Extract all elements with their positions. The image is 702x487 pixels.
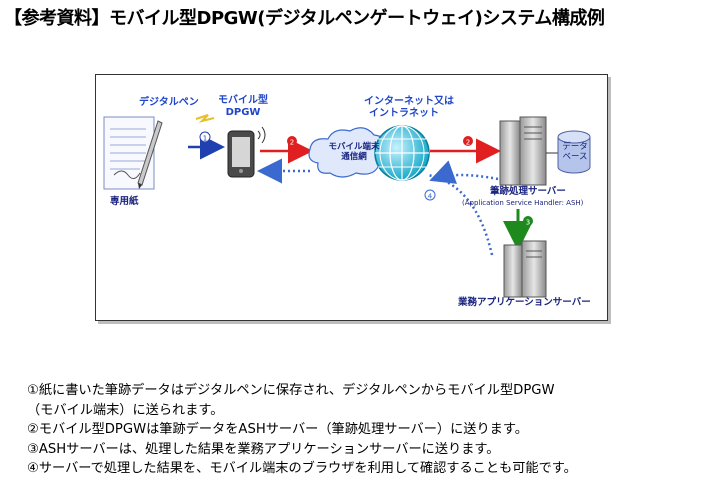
step-marker-4: 4: [424, 189, 436, 201]
label-special-paper: 専用紙: [110, 196, 139, 207]
label-internet: インターネット又は イントラネット: [364, 96, 454, 119]
label-mobile-dpgw-line1: モバイル型: [218, 95, 268, 106]
label-mobile-network: モバイル端末 通信網: [324, 142, 384, 163]
step-marker-2a: 2: [287, 136, 297, 147]
label-internet-line2: イントラネット: [369, 107, 439, 119]
mobile-phone-icon: [227, 130, 255, 178]
database-icon: [557, 130, 591, 174]
label-internet-line1: インターネット又は: [364, 96, 454, 107]
special-paper-icon: [103, 116, 155, 190]
arrow-browser-check: [429, 160, 499, 184]
diagram-graphics: 1 2: [103, 114, 591, 298]
arrow-business-to-globe: [427, 173, 494, 256]
step-descriptions: ①紙に書いた筆跡データはデジタルペンに保存され、デジタルペンからモバイル型DPG…: [27, 381, 697, 479]
page-title: 【参考資料】モバイル型DPGW(デジタルペンゲートウェイ)システム構成例: [4, 8, 605, 29]
signal-icon: [257, 126, 266, 144]
business-server-icon: [503, 240, 547, 298]
digital-pen-icon: [137, 120, 163, 189]
label-business-server: 業務アプリケーションサーバー: [458, 297, 591, 308]
label-mobile-network-line1: モバイル端末: [328, 142, 380, 152]
step-3: ③ASHサーバーは、処理した結果を業務アプリケーションサーバーに送ります。: [27, 441, 500, 457]
label-mobile-network-line2: 通信網: [341, 151, 367, 162]
label-database: データ ベース: [561, 142, 589, 163]
label-mobile-dpgw-line2: DPGW: [225, 106, 261, 118]
internet-globe-icon: [374, 125, 430, 181]
ash-server-icon: [499, 116, 547, 186]
step-marker-1: 1: [199, 131, 211, 143]
step-2: ②モバイル型DPGWは筆跡データをASHサーバー（筆跡処理サーバー）に送ります。: [27, 422, 528, 438]
label-mobile-dpgw: モバイル型 DPGW: [218, 95, 268, 118]
step-marker-3: 3: [523, 216, 533, 227]
system-diagram: 1 2: [95, 74, 608, 321]
svg-text:4: 4: [428, 193, 433, 201]
svg-text:2: 2: [290, 139, 294, 147]
svg-text:2: 2: [466, 139, 470, 147]
label-database-line2: ベース: [562, 151, 588, 162]
label-ash-server: 筆跡処理サーバー: [490, 186, 566, 197]
label-database-line1: データ: [562, 142, 588, 152]
step-1-line1: ①紙に書いた筆跡データはデジタルペンに保存され、デジタルペンからモバイル型DPG…: [27, 383, 555, 398]
label-ash-server-sub: (Application Service Handler: ASH): [462, 199, 584, 207]
svg-text:1: 1: [203, 135, 207, 143]
wireless-spark-icon: [195, 114, 215, 123]
step-4: ④サーバーで処理した結果を、モバイル端末のブラウザを利用して確認することも可能で…: [27, 461, 577, 477]
step-marker-2b: 2: [463, 136, 473, 147]
label-digital-pen: デジタルペン: [139, 97, 199, 108]
svg-text:3: 3: [526, 219, 530, 227]
step-1-line2: （モバイル端末）に送られます。: [27, 402, 224, 418]
